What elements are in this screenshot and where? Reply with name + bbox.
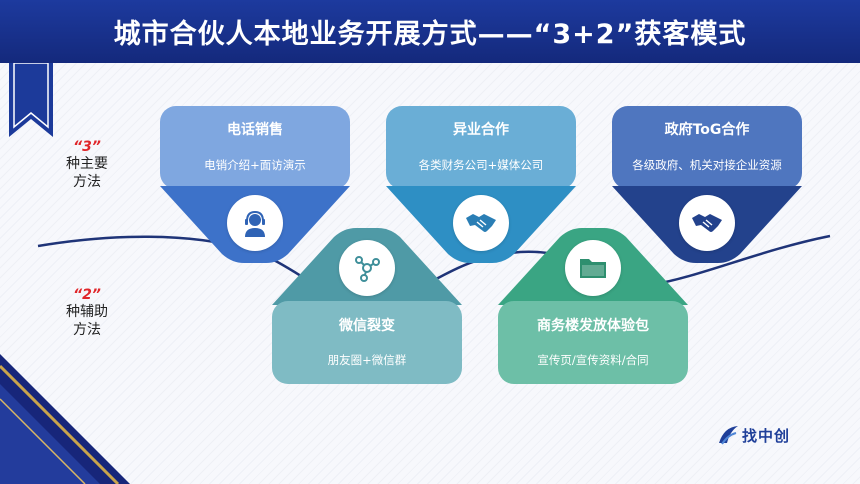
card-title: 政府ToG合作	[664, 122, 750, 138]
main-methods-count: “3”	[73, 139, 101, 155]
card-wechat-fission: 微信裂变 朋友圈+微信群	[272, 301, 462, 384]
aux-methods-count: “2”	[73, 287, 101, 303]
card-cross-industry: 异业合作 各类财务公司+媒体公司	[386, 106, 576, 189]
icon-badge-cross-industry	[453, 195, 509, 251]
aux-methods-line2: 方法	[73, 322, 101, 338]
aux-methods-line1: 种辅助	[66, 304, 108, 320]
card-subtitle: 电销介绍+面访演示	[204, 158, 306, 172]
title-bar: 城市合伙人本地业务开展方式——“3+2”获客模式	[0, 0, 860, 63]
card-title: 电话销售	[227, 122, 283, 138]
icon-badge-phone-sales	[227, 195, 283, 251]
main-methods-label: “3” 种主要 方法	[47, 139, 127, 191]
page-title: 城市合伙人本地业务开展方式——“3+2”获客模式	[113, 19, 747, 50]
card-title: 商务楼发放体验包	[537, 318, 649, 334]
aux-methods-label: “2” 种辅助 方法	[47, 287, 127, 339]
icon-badge-office-trial-pack	[565, 240, 621, 296]
card-phone-sales: 电话销售 电销介绍+面访演示	[160, 106, 350, 189]
card-office-trial-pack: 商务楼发放体验包 宣传页/宣传资料/合同	[498, 301, 688, 384]
brand-swoosh-icon	[719, 426, 738, 445]
icon-badge-wechat-fission	[339, 240, 395, 296]
handshake-icon	[466, 214, 496, 232]
brand-logo-text: 找中创	[742, 426, 791, 445]
card-title: 异业合作	[453, 122, 509, 138]
card-subtitle: 朋友圈+微信群	[327, 353, 407, 367]
main-methods-line2: 方法	[73, 174, 101, 190]
card-subtitle: 宣传页/宣传资料/合同	[537, 353, 649, 367]
card-government-tog: 政府ToG合作 各级政府、机关对接企业资源	[612, 106, 802, 189]
ribbon-decoration	[9, 63, 53, 137]
card-subtitle: 各级政府、机关对接企业资源	[632, 158, 782, 172]
main-methods-line1: 种主要	[66, 156, 108, 172]
card-subtitle: 各类财务公司+媒体公司	[418, 158, 544, 172]
card-title: 微信裂变	[339, 318, 395, 334]
icon-badge-government-tog	[679, 195, 735, 251]
handshake-icon	[692, 214, 722, 232]
folder-icon	[580, 259, 606, 278]
share-network-icon	[355, 256, 380, 282]
customer-service-headset-icon	[245, 210, 265, 237]
corner-decoration	[0, 354, 130, 484]
brand-logo: 找中创	[716, 420, 816, 450]
